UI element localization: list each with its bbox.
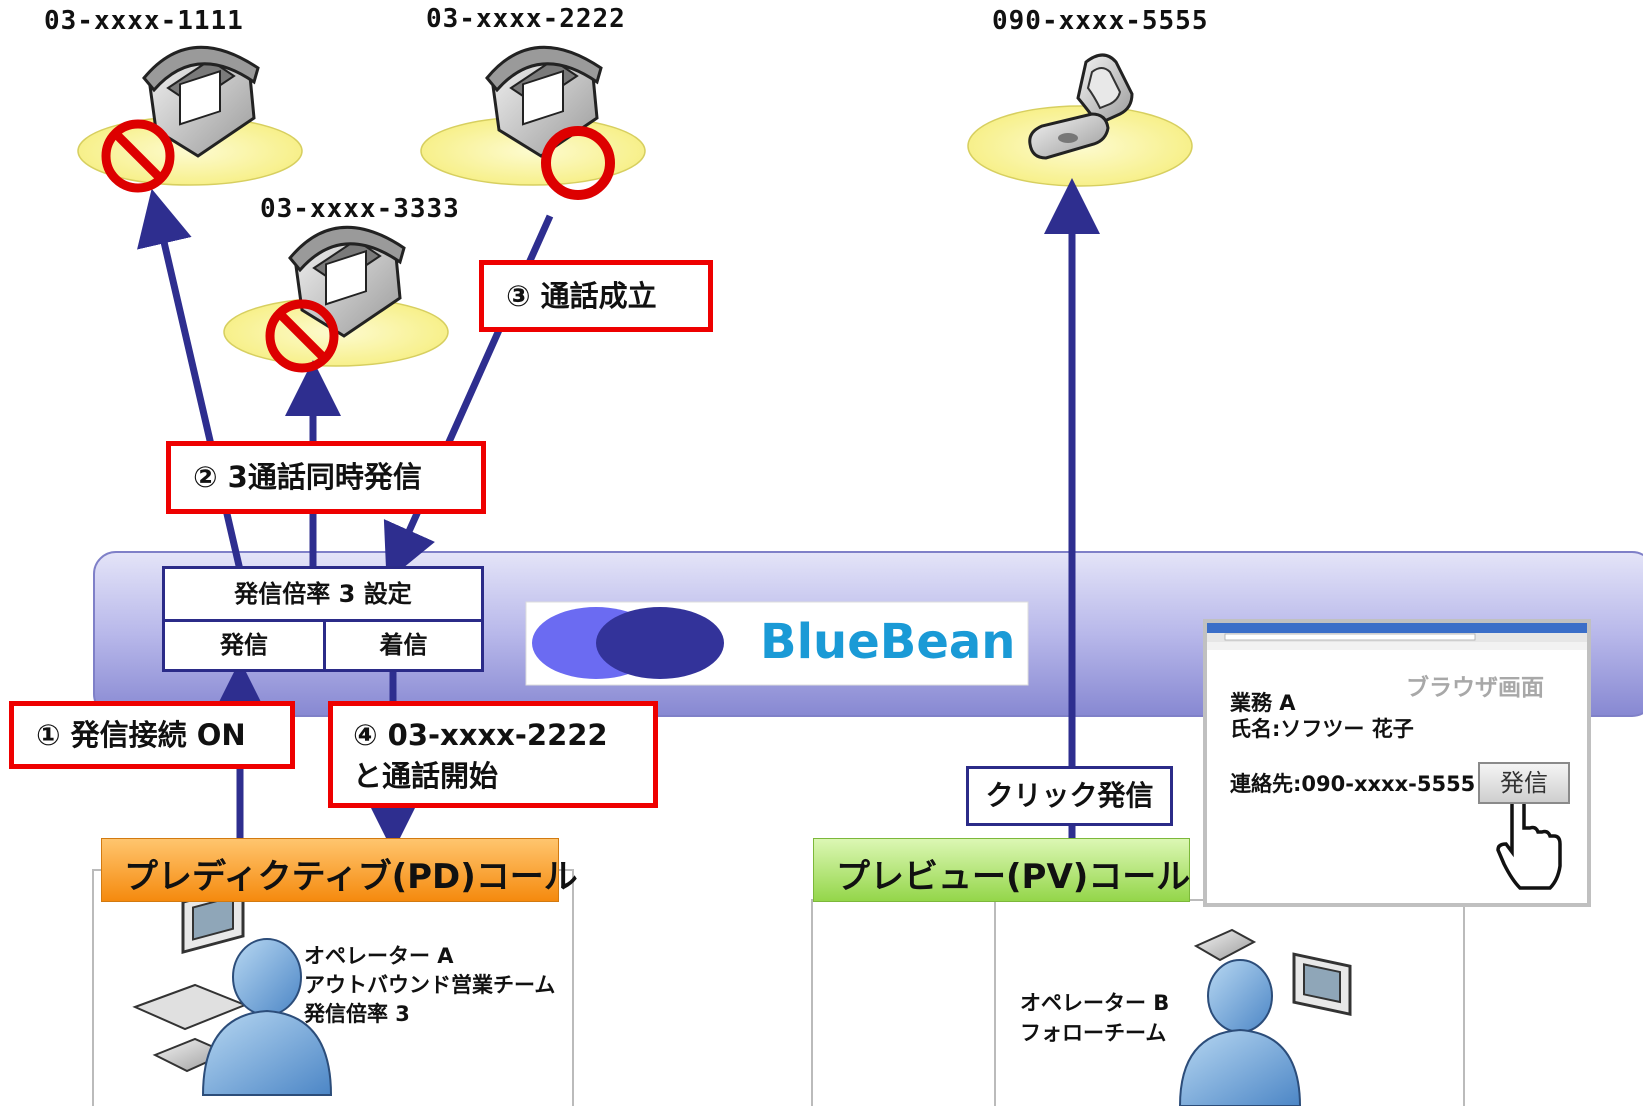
bluebean-logo-text: BlueBean (760, 614, 1016, 670)
browser-call-button[interactable]: 発信 (1478, 762, 1570, 804)
step-2-box: ② 3通話同時発信 (166, 441, 486, 514)
pv-call-header: プレビュー(PV)コール (813, 838, 1190, 902)
pd-call-title: プレディクティブ(PD)コール (124, 857, 578, 897)
success-circle-icon-2222 (541, 126, 615, 200)
step-4-box: ④ 03-xxxx-2222 と通話開始 (328, 701, 658, 808)
step-3-box: ③ 通話成立 (479, 260, 713, 332)
mobile-phone-icon (1028, 53, 1134, 160)
phone-icon-1111 (142, 45, 260, 158)
step-4-line2: と通話開始 (353, 759, 499, 793)
phone-icon-2222 (485, 45, 603, 158)
operator-b-team: フォローチーム (1020, 1021, 1167, 1045)
operator-b-info: オペレーター B フォローチーム (1020, 988, 1169, 1048)
pd-area (92, 869, 574, 1106)
click-call-box: クリック発信 (966, 766, 1173, 826)
outgoing-cell: 発信 (165, 622, 326, 669)
operator-b-name: オペレーター B (1020, 991, 1170, 1015)
phone-number-5555: 090-xxxx-5555 (992, 6, 1209, 36)
phone-number-3333: 03-xxxx-3333 (260, 194, 460, 224)
prohibited-icon-1111 (101, 119, 175, 193)
step-1-box: ① 発信接続 ON (9, 701, 295, 769)
bluebean-logo (525, 601, 1029, 686)
browser-job: 業務 A (1230, 691, 1296, 715)
operator-b-illustration (1178, 928, 1352, 1106)
browser-customer-name: 氏名:ソフツー 花子 (1230, 717, 1414, 741)
browser-caption: ブラウザ画面 (1406, 675, 1544, 701)
hand-cursor-icon (1496, 788, 1562, 890)
pv-area (811, 899, 1465, 1106)
dial-ratio-title: 発信倍率 3 設定 (165, 569, 481, 622)
browser-customer-info: 業務 A 氏名:ソフツー 花子 (1230, 690, 1414, 742)
operator-a-info: オペレーター A アウトバウンド営業チーム 発信倍率 3 (304, 942, 555, 1029)
pd-call-header: プレディクティブ(PD)コール (101, 838, 578, 902)
step-2-label: ② 3通話同時発信 (193, 460, 422, 494)
operator-a-illustration (132, 884, 333, 1096)
browser-contact: 連絡先:090-xxxx-5555 (1230, 772, 1476, 796)
click-call-label: クリック発信 (985, 779, 1154, 812)
prohibited-icon-3333 (265, 299, 339, 373)
step-3-label: ③ 通話成立 (506, 279, 657, 313)
phone-number-1111: 03-xxxx-1111 (44, 6, 244, 36)
operator-a-team: アウトバウンド営業チーム (304, 973, 556, 997)
incoming-cell: 着信 (379, 631, 428, 659)
arrow-to-1111 (137, 188, 244, 571)
operator-a-ratio: 発信倍率 3 (304, 1002, 410, 1026)
step-4-line1: ④ 03-xxxx-2222 (353, 718, 608, 752)
phone-number-2222: 03-xxxx-2222 (426, 4, 626, 34)
pv-call-title: プレビュー(PV)コール (836, 857, 1191, 897)
step-1-label: ① 発信接続 ON (36, 718, 246, 752)
operator-a-name: オペレーター A (304, 944, 454, 968)
dial-ratio-setting-panel: 発信倍率 3 設定 発信 着信 (162, 566, 484, 672)
